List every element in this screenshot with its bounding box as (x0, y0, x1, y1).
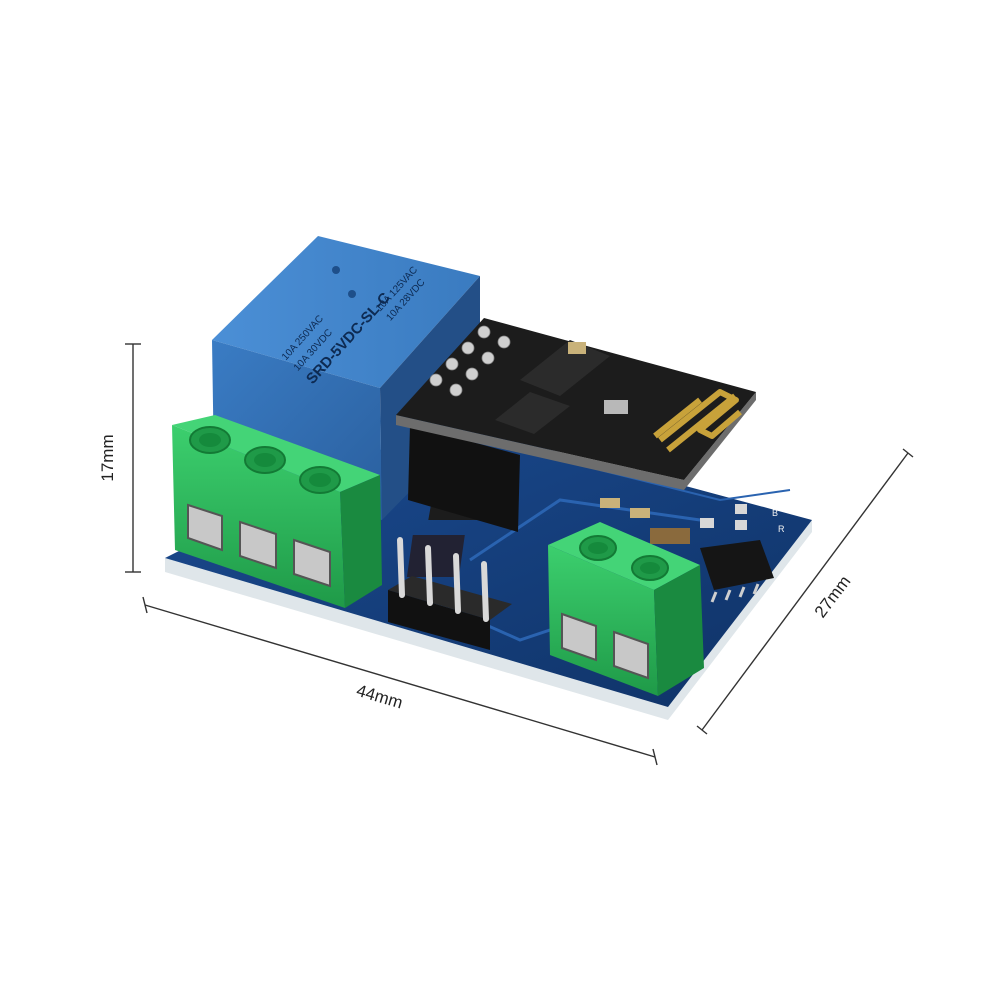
terminal-screws (189, 426, 341, 494)
smd-resistor (600, 498, 620, 508)
flash-chip (495, 392, 570, 434)
terminal-block-2way (548, 522, 704, 696)
depth-label: 27mm (811, 572, 855, 621)
terminal-block-3way (172, 415, 382, 608)
pcb-label-r: R (778, 524, 785, 534)
height-label: 17mm (98, 434, 117, 481)
esp-chip (520, 340, 610, 396)
relay-mark (332, 266, 340, 274)
led (735, 520, 747, 530)
pcb-label-b: B (772, 508, 778, 518)
crystal (604, 400, 628, 414)
wire-clamps (187, 503, 331, 588)
led (735, 504, 747, 514)
smd-capacitor (650, 528, 690, 544)
smd-resistor (630, 508, 650, 518)
pin-header-4pin (388, 537, 512, 650)
esp01-wifi-module (396, 318, 756, 532)
antenna-trace (653, 389, 742, 453)
smd-part (700, 518, 714, 528)
ic-chip (700, 540, 774, 590)
relay-mark (348, 290, 356, 298)
height-dimension: 17mm (98, 343, 141, 573)
smd-part (568, 342, 586, 354)
transistor (406, 535, 465, 577)
width-label: 44mm (354, 681, 405, 713)
esp-header-pins (429, 325, 511, 397)
